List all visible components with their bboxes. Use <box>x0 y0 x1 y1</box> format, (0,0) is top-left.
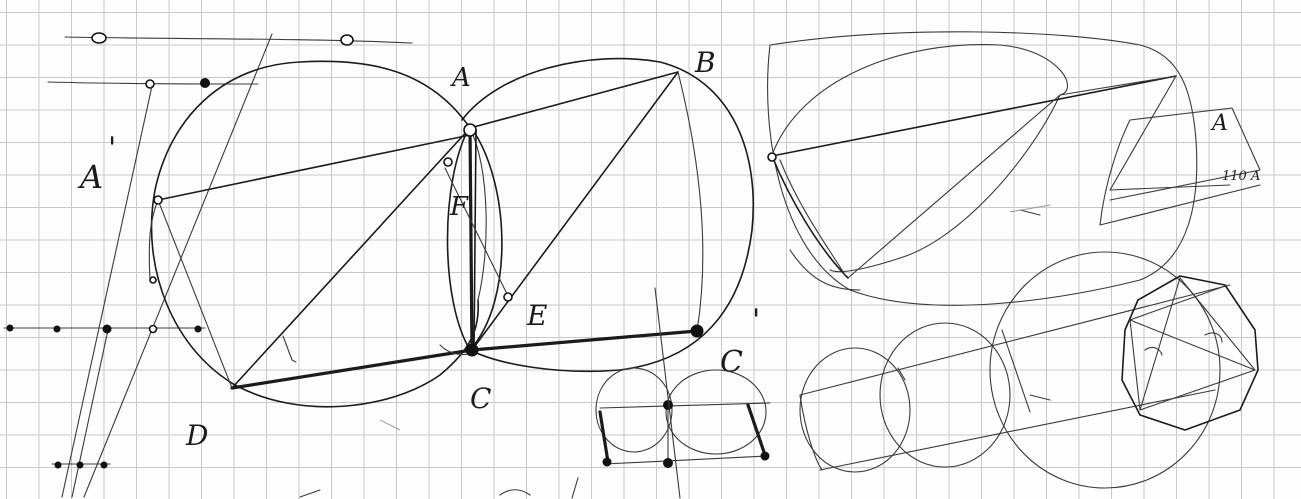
small-double-circles <box>571 287 771 499</box>
central-lens <box>446 125 503 354</box>
left-baseline <box>3 324 206 469</box>
circle-chain <box>799 251 1231 489</box>
faint-marks <box>299 204 1051 498</box>
key-points <box>149 123 704 357</box>
top-construction-lines <box>47 32 413 89</box>
label-b: B <box>694 46 716 79</box>
label-small-a: A <box>1210 111 1228 136</box>
left-diagonal-lines <box>61 33 273 498</box>
label-c: C <box>470 382 491 415</box>
main-construction-lines <box>148 71 704 390</box>
label-a-prime: A <box>77 158 103 196</box>
label-f: F <box>449 192 469 222</box>
label-d: D <box>185 419 208 452</box>
label-a-prime-mark: ' <box>108 131 116 166</box>
label-a: A <box>450 63 471 93</box>
label-c-prime-mark: ' <box>752 303 760 338</box>
right-large-circle <box>461 57 755 373</box>
top-right-loop-sketch <box>767 31 1261 306</box>
octagon-figure <box>1121 275 1259 431</box>
label-e: E <box>526 299 547 332</box>
label-110a: 110 A <box>1222 169 1260 184</box>
